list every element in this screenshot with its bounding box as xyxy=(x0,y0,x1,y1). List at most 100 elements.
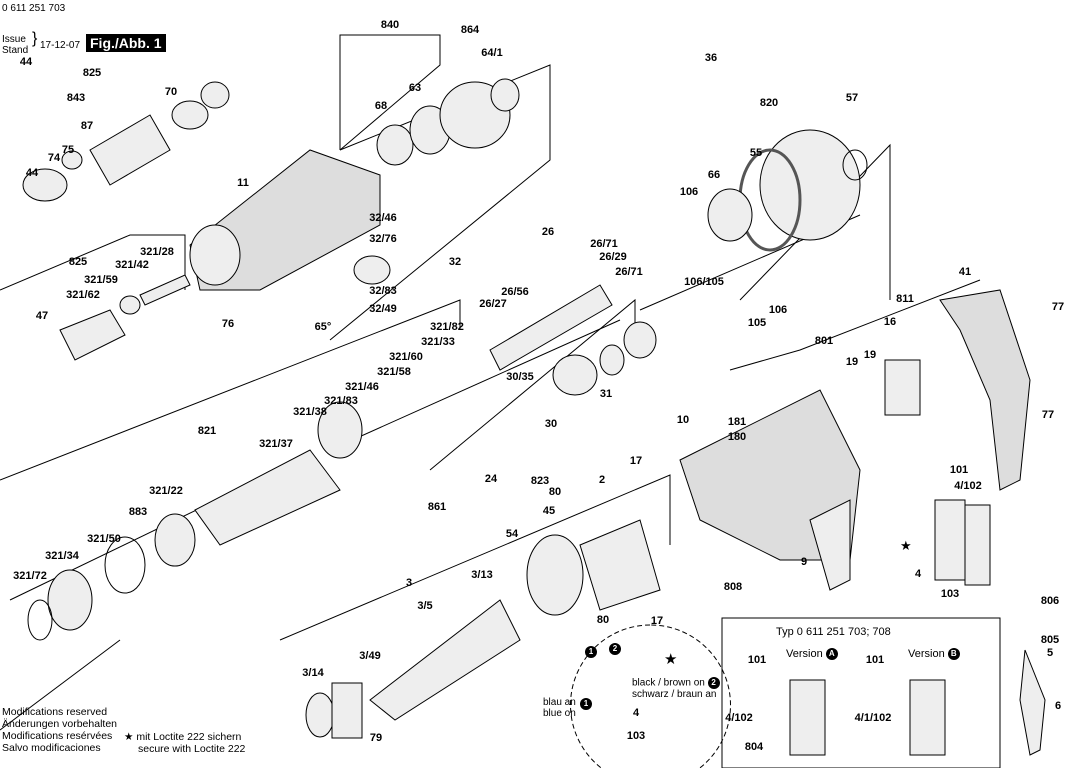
part-label: 4/102 xyxy=(954,480,982,492)
part-label: 103 xyxy=(626,730,646,742)
part-label: 6 xyxy=(1054,700,1062,712)
part-label: 26/56 xyxy=(501,286,529,298)
version-a-badge: A xyxy=(825,648,838,661)
part-label: 103 xyxy=(940,588,960,600)
part-label: 79 xyxy=(369,732,383,744)
part-label: 75 xyxy=(61,144,75,156)
part-label: 864 xyxy=(460,24,480,36)
part-label: 32/83 xyxy=(369,285,397,297)
notice-de: Änderungen vorbehalten xyxy=(2,718,118,730)
notice-fr: Modifications resérvées xyxy=(2,730,113,742)
part-label: 321/82 xyxy=(430,321,464,333)
part-label: 30 xyxy=(544,418,558,430)
part-label: 3/49 xyxy=(359,650,381,662)
part-label: 181 xyxy=(727,416,747,428)
part-label: 321/72 xyxy=(13,570,47,582)
part-label: 843 xyxy=(66,92,86,104)
marker-2-icon: 2 xyxy=(609,643,621,655)
part-label: 321/46 xyxy=(345,381,379,393)
part-label: 883 xyxy=(128,506,148,518)
loctite-note: ★ mit Loctite 222 sichern secure with Lo… xyxy=(124,731,245,755)
part-label: 45 xyxy=(542,505,556,517)
part-label: 30/35 xyxy=(506,371,534,383)
issue-date: 17-12-07 xyxy=(40,40,81,51)
part-label: 26/71 xyxy=(615,266,643,278)
part-label: 321/28 xyxy=(140,246,174,258)
version-a-label: Version A xyxy=(786,648,838,661)
part-label: 10 xyxy=(676,414,690,426)
black-en: black / brown on 2 xyxy=(632,677,720,689)
part-label: 821 xyxy=(197,425,217,437)
part-41-handle-half xyxy=(939,289,1031,491)
part-label: 321/83 xyxy=(324,395,358,407)
part-label: 321/34 xyxy=(45,550,79,562)
part-label: 44 xyxy=(25,167,39,179)
part-32-knob xyxy=(353,255,391,285)
part-44 xyxy=(22,168,68,202)
part-label: 3/14 xyxy=(302,667,324,679)
part-label: 321/50 xyxy=(87,533,121,545)
part-label: 840 xyxy=(380,19,400,31)
part-3-49 xyxy=(331,682,363,739)
part-label: 80 xyxy=(596,614,610,626)
part-label: 4 xyxy=(914,568,922,580)
part-label: 3/13 xyxy=(471,569,493,581)
star-icon: ★ xyxy=(900,538,912,553)
marker-1-icon: 1 xyxy=(585,646,597,658)
part-label: 32/49 xyxy=(369,303,397,315)
part-label: 4 xyxy=(632,707,640,719)
version-b-label: Version B xyxy=(908,648,960,661)
part-label: 4/1/102 xyxy=(854,712,892,724)
part-label: 825 xyxy=(82,67,102,79)
part-label: 106/105 xyxy=(684,276,724,288)
part-label: 26/29 xyxy=(599,251,627,263)
part-3-armature xyxy=(369,599,521,721)
part-label: 44 xyxy=(19,56,33,68)
part-label: 101 xyxy=(747,654,767,666)
part-number: 0 611 251 703 xyxy=(2,3,66,14)
brace: } xyxy=(32,30,38,47)
part-label: 41 xyxy=(958,266,972,278)
part-label: 321/38 xyxy=(293,406,327,418)
notice-es: Salvo modificaciones xyxy=(2,742,101,754)
marker-1-icon: 1 xyxy=(580,698,592,710)
part-label: 80 xyxy=(548,486,562,498)
parts xyxy=(22,78,1046,756)
part-label: 811 xyxy=(896,293,914,305)
part-26-piston xyxy=(489,284,613,371)
part-label: 101 xyxy=(949,464,969,476)
part-label: 106 xyxy=(768,304,788,316)
part-843-tool-holder xyxy=(89,114,171,186)
part-label: 4/102 xyxy=(725,712,753,724)
part-820-bearing-plate xyxy=(759,129,861,241)
type-label: Typ 0 611 251 703; 708 xyxy=(776,626,891,638)
part-label: 32 xyxy=(448,256,462,268)
loctite-de: mit Loctite 222 sichern xyxy=(136,731,242,743)
blue-en: blue on xyxy=(543,708,576,719)
part-label: 26/71 xyxy=(590,238,618,250)
star-icon: ★ xyxy=(124,731,134,743)
part-label: 77 xyxy=(1041,409,1055,421)
part-label: 321/62 xyxy=(66,289,100,301)
part-label: 101 xyxy=(865,654,885,666)
part-821-hammer-tube xyxy=(194,449,341,546)
part-label: 76 xyxy=(221,318,235,330)
figure-label: Fig./Abb. 1 xyxy=(86,34,166,52)
part-label: 65° xyxy=(314,321,332,333)
part-label: 36 xyxy=(704,52,718,64)
modifications-notice: Modifications reserved Änderungen vorbeh… xyxy=(2,706,117,754)
part-label: 47 xyxy=(35,310,49,322)
part-label: 2 xyxy=(598,474,606,486)
part-label: 74 xyxy=(47,152,61,164)
switch-version-b xyxy=(909,679,946,756)
part-label: 820 xyxy=(759,97,779,109)
part-label: 321/22 xyxy=(149,485,183,497)
notice-en: Modifications reserved xyxy=(2,706,108,718)
switch-version-a xyxy=(789,679,826,756)
part-label: 808 xyxy=(723,581,743,593)
part-label: 57 xyxy=(845,92,859,104)
part-label: 64/1 xyxy=(481,47,503,59)
part-label: 804 xyxy=(744,741,764,753)
part-label: 68 xyxy=(374,100,388,112)
